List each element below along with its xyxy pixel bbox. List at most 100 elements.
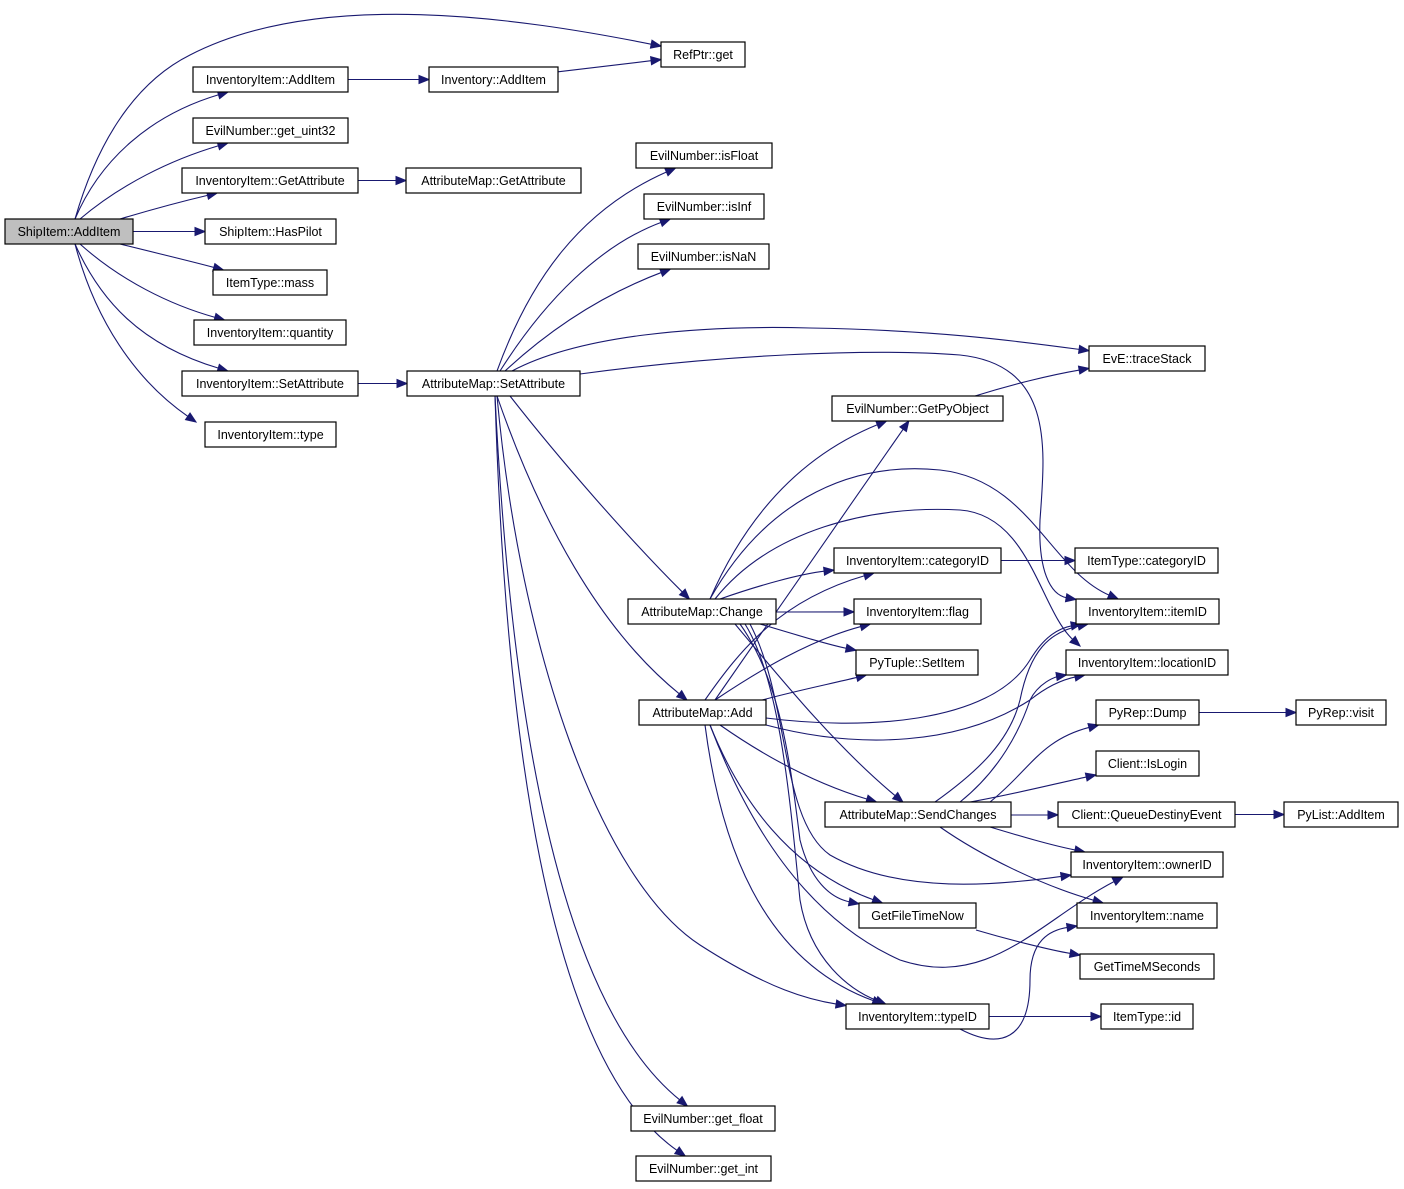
- node-inventoryitem-additem[interactable]: InventoryItem::AddItem: [192, 66, 349, 93]
- edge-attrmap-sendchanges-to-invitem-locationid: [959, 671, 1068, 803]
- node-client-queuedestinyevent[interactable]: Client::QueueDestinyEvent: [1057, 801, 1236, 828]
- node-evilnumber-isnan[interactable]: EvilNumber::isNaN: [637, 243, 770, 270]
- node-evilnumber-isinf[interactable]: EvilNumber::isInf: [643, 193, 765, 220]
- node-shipitem-haspilot[interactable]: ShipItem::HasPilot: [204, 218, 337, 245]
- edge-attrmap-change-to-invitem-locationid: [714, 508, 1082, 647]
- node-label: EvilNumber::isNaN: [651, 250, 757, 264]
- node-box: [627, 598, 777, 625]
- node-itemtype-mass[interactable]: ItemType::mass: [212, 269, 328, 296]
- arrowhead-icon: [1047, 810, 1060, 820]
- edge-line: [494, 395, 681, 1101]
- node-attributemap-add[interactable]: AttributeMap::Add: [638, 699, 767, 726]
- node-inventoryitem-itemid[interactable]: InventoryItem::itemID: [1075, 598, 1220, 625]
- node-label: InventoryItem::GetAttribute: [195, 174, 344, 188]
- edge-invitem-categoryid-to-itemtype-categoryid: [1001, 555, 1077, 566]
- node-label: GetTimeMSeconds: [1094, 960, 1201, 974]
- arrowhead-icon: [1059, 871, 1073, 882]
- edge-line: [504, 271, 663, 372]
- node-gettimemseconds[interactable]: GetTimeMSeconds: [1079, 953, 1215, 980]
- node-label: Client::IsLogin: [1108, 757, 1187, 771]
- edge-shipitem-additem-to-shipitem-haspilot: [133, 226, 207, 237]
- node-itemtype-id[interactable]: ItemType::id: [1100, 1003, 1194, 1030]
- node-box: [181, 167, 359, 194]
- node-label: GetFileTimeNow: [871, 909, 965, 923]
- edge-shipitem-additem-to-refptr-get: [74, 13, 663, 220]
- node-shipitem-additem[interactable]: ShipItem::AddItem: [4, 218, 134, 245]
- node-inventoryitem-name[interactable]: InventoryItem::name: [1076, 902, 1218, 929]
- node-box: [204, 421, 337, 448]
- node-label: AttributeMap::Add: [652, 706, 752, 720]
- edge-attrmap-setattribute-to-evil-get-int: [494, 395, 687, 1157]
- arrowhead-icon: [678, 588, 691, 600]
- edge-attrmap-add-to-invitem-ownerid: [709, 724, 1125, 968]
- node-attributemap-setattribute[interactable]: AttributeMap::SetAttribute: [406, 370, 581, 397]
- node-inventoryitem-setattribute[interactable]: InventoryItem::SetAttribute: [181, 370, 359, 397]
- arrowhead-icon: [847, 897, 861, 907]
- arrowhead-icon: [664, 167, 677, 177]
- node-getfiletimenow[interactable]: GetFileTimeNow: [858, 902, 977, 929]
- call-graph-nodes: ShipItem::AddItem RefPtr::getInventoryIte…: [4, 41, 1399, 1182]
- node-box: [637, 243, 770, 270]
- arrowhead-icon: [870, 895, 884, 904]
- node-inventoryitem-locationid[interactable]: InventoryItem::locationID: [1065, 649, 1229, 676]
- node-evilnumber-get-int[interactable]: EvilNumber::get_int: [635, 1155, 772, 1182]
- node-box: [855, 649, 979, 676]
- node-box: [1095, 750, 1200, 777]
- node-itemtype-categoryid[interactable]: ItemType::categoryID: [1074, 547, 1219, 574]
- node-evilnumber-get-float[interactable]: EvilNumber::get_float: [630, 1105, 776, 1132]
- node-box: [406, 370, 581, 397]
- edge-shipitem-additem-to-invitem-additem: [74, 90, 230, 220]
- node-inventoryitem-flag[interactable]: InventoryItem::flag: [853, 598, 982, 625]
- edge-client-queuedestinyevent-to-pylist-additem: [1235, 809, 1286, 820]
- edge-attrmap-sendchanges-to-client-islogin: [969, 772, 1098, 803]
- edge-pyrep-dump-to-pyrep-visit: [1199, 707, 1298, 718]
- arrowhead-icon: [1084, 772, 1098, 782]
- node-inventoryitem-type[interactable]: InventoryItem::type: [204, 421, 337, 448]
- node-box: [824, 801, 1012, 828]
- node-attributemap-change[interactable]: AttributeMap::Change: [627, 598, 777, 625]
- node-inventoryitem-getattribute[interactable]: InventoryItem::GetAttribute: [181, 167, 359, 194]
- edge-attrmap-setattribute-to-invitem-typeid: [496, 395, 848, 1009]
- arrowhead-icon: [834, 999, 848, 1009]
- node-evilnumber-isfloat[interactable]: EvilNumber::isFloat: [635, 142, 773, 169]
- node-client-islogin[interactable]: Client::IsLogin: [1095, 750, 1200, 777]
- edge-attrmap-setattribute-to-attrmap-change: [509, 395, 691, 600]
- arrowhead-icon: [650, 56, 663, 66]
- edge-line: [719, 570, 826, 600]
- edge-invitem-additem-to-inventory-additem: [348, 74, 431, 85]
- node-label: EvilNumber::get_float: [643, 1112, 763, 1126]
- node-box: [831, 395, 1004, 422]
- node-inventory-additem[interactable]: Inventory::AddItem: [428, 66, 559, 93]
- node-pylist-additem[interactable]: PyList::AddItem: [1283, 801, 1399, 828]
- node-box: [858, 902, 977, 929]
- node-pyrep-dump[interactable]: PyRep::Dump: [1095, 699, 1200, 726]
- node-inventoryitem-quantity[interactable]: InventoryItem::quantity: [193, 319, 347, 346]
- arrowhead-icon: [418, 74, 431, 85]
- edge-line: [739, 623, 851, 903]
- edge-attrmap-setattribute-to-eve-tracestack: [511, 326, 1091, 372]
- edge-invitem-setattribute-to-attrmap-setattribute: [358, 378, 409, 389]
- edge-line: [79, 144, 220, 220]
- edge-line: [939, 826, 1095, 902]
- edge-attrmap-add-to-evil-getpyobject: [714, 419, 910, 701]
- node-evilnumber-get-uint32[interactable]: EvilNumber::get_uint32: [192, 117, 349, 144]
- node-eve-tracestack[interactable]: EvE::traceStack: [1088, 345, 1206, 372]
- edge-line: [119, 194, 209, 220]
- arrowhead-icon: [1111, 876, 1125, 887]
- node-attributemap-getattribute[interactable]: AttributeMap::GetAttribute: [405, 167, 582, 194]
- edge-attrmap-sendchanges-to-invitem-itemid: [934, 621, 1090, 803]
- node-inventoryitem-categoryid[interactable]: InventoryItem::categoryID: [833, 547, 1002, 574]
- node-inventoryitem-ownerid[interactable]: InventoryItem::ownerID: [1070, 851, 1224, 878]
- node-box: [833, 547, 1002, 574]
- node-label: ShipItem::HasPilot: [219, 225, 322, 239]
- node-pyrep-visit[interactable]: PyRep::visit: [1295, 699, 1387, 726]
- node-inventoryitem-typeid[interactable]: InventoryItem::typeID: [845, 1003, 990, 1030]
- edge-shipitem-additem-to-invitem-type: [74, 243, 198, 423]
- node-box: [428, 66, 559, 93]
- node-refptr-get[interactable]: RefPtr::get: [660, 41, 746, 68]
- node-attributemap-sendchanges[interactable]: AttributeMap::SendChanges: [824, 801, 1012, 828]
- arrowhead-icon: [395, 175, 408, 186]
- node-pytuple-setitem[interactable]: PyTuple::SetItem: [855, 649, 979, 676]
- arrowhead-icon: [1090, 1011, 1103, 1022]
- node-evilnumber-getpyobject[interactable]: EvilNumber::GetPyObject: [831, 395, 1004, 422]
